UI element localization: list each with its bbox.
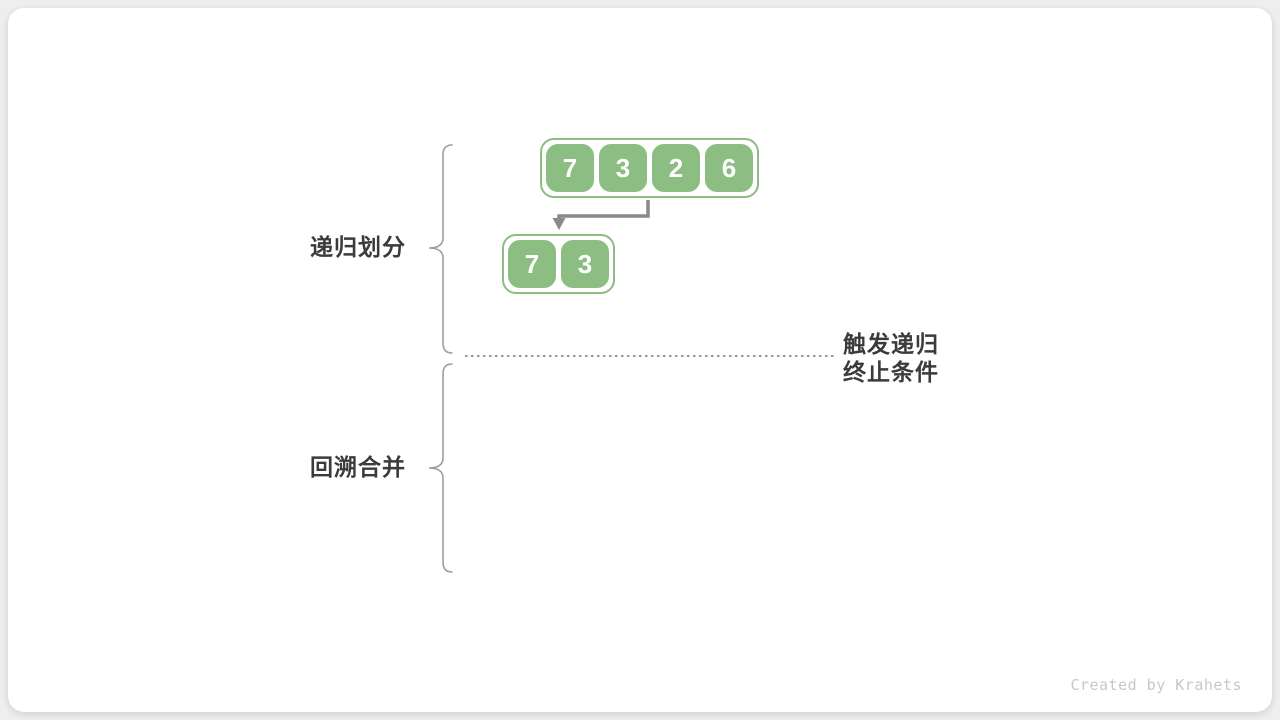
array-cell: 3 bbox=[561, 240, 609, 288]
brace-backtrack-merge-icon bbox=[428, 363, 453, 573]
split-arrowhead-icon bbox=[552, 218, 566, 230]
array-cell: 7 bbox=[508, 240, 556, 288]
array-cell: 3 bbox=[599, 144, 647, 192]
diagram-card: 递归划分 回溯合并 7 3 2 6 7 3 触发递归 终止条件 Created … bbox=[8, 8, 1272, 712]
phase-label-recursive-division: 递归划分 bbox=[310, 234, 406, 260]
array-group-left-child: 7 3 bbox=[502, 234, 615, 294]
brace-recursive-division-icon bbox=[428, 144, 453, 354]
termination-annotation: 触发递归 终止条件 bbox=[843, 330, 939, 386]
array-group-full: 7 3 2 6 bbox=[540, 138, 759, 198]
watermark: Created by Krahets bbox=[1070, 676, 1242, 694]
diagram-overlay bbox=[428, 144, 836, 573]
array-cell: 6 bbox=[705, 144, 753, 192]
split-arrow-icon bbox=[557, 200, 650, 220]
array-cell: 7 bbox=[546, 144, 594, 192]
termination-annotation-line2: 终止条件 bbox=[843, 359, 939, 385]
termination-annotation-line1: 触发递归 bbox=[843, 331, 939, 357]
phase-label-backtrack-merge: 回溯合并 bbox=[310, 454, 406, 480]
array-cell: 2 bbox=[652, 144, 700, 192]
